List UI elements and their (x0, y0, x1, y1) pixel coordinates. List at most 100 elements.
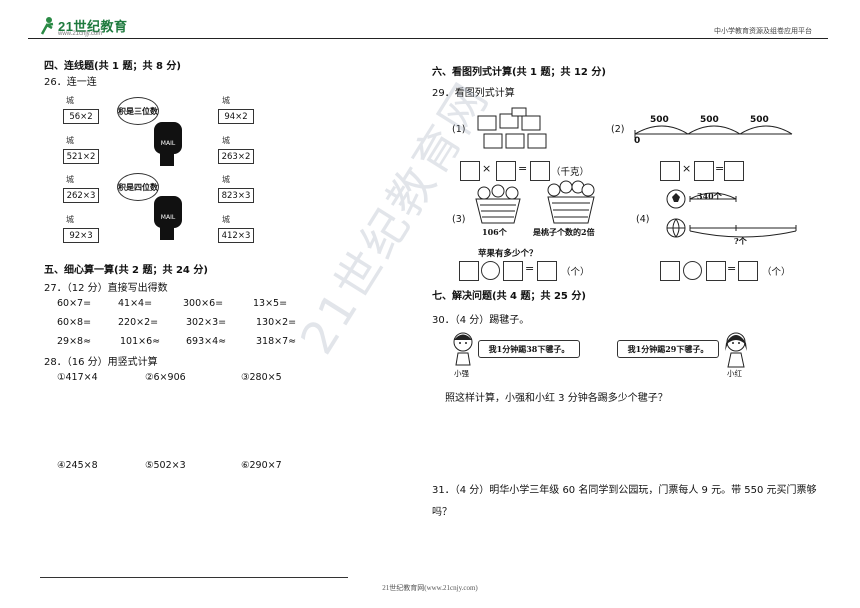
bird-icon: 城 (66, 175, 74, 184)
equals-sign: = (518, 162, 528, 175)
calc-item: 29×8≈ (57, 336, 92, 347)
segment-label: 500 (700, 115, 719, 125)
calc-item: 41×4= (118, 298, 153, 309)
logo-url: www.21cnjy.com (58, 31, 103, 37)
unit-label: （个） (762, 267, 791, 278)
mailbox-icon: MAIL (154, 122, 182, 166)
q28-label: 28．（16 分）用竖式计算 (44, 357, 158, 368)
calc-item: 60×7= (57, 298, 92, 309)
name-xiaoqiang: 小强 (454, 369, 469, 378)
section6-title: 六、看图列式计算(共 1 题；共 12 分) (432, 67, 606, 78)
header-divider (28, 38, 828, 39)
number-line-zero: 0 (634, 136, 641, 146)
logo-text: 21世纪教育 (58, 19, 128, 34)
footer-divider (40, 577, 348, 578)
q30-question: 照这样计算，小强和小红 3 分钟各踢多少个毽子？ (445, 393, 668, 404)
bird-icon: 城 (222, 96, 230, 105)
q29-label: 29．看图列式计算 (432, 88, 515, 99)
speech-bubble-xiaoqiang: 我1分钟踢38下毽子。 (478, 340, 580, 358)
answer-box[interactable] (660, 261, 680, 281)
calc-item: 300×6= (183, 298, 224, 309)
vertical-calc-item: ②6×906 (145, 372, 186, 383)
unit-label: （千克） (551, 167, 590, 178)
section4-title: 四、连线题(共 1 题；共 8 分) (44, 61, 181, 72)
calc-item: 60×8= (57, 317, 92, 328)
answer-box[interactable] (706, 261, 726, 281)
q31-text-line2: 吗？ (432, 507, 452, 518)
q26-label: 26．连一连 (44, 77, 97, 88)
section7-title: 七、解决问题(共 4 题；共 25 分) (432, 291, 586, 302)
number-line-diagram (634, 125, 793, 138)
calc-item: 130×2= (256, 317, 297, 328)
operator-circle[interactable] (683, 261, 702, 280)
vertical-calc-item: ⑥290×7 (241, 460, 282, 471)
segment-label: 500 (750, 115, 769, 125)
segment-label: 500 (650, 115, 669, 125)
runner-logo-icon (40, 17, 54, 35)
mailbox-icon: MAIL (154, 196, 182, 240)
operator-circle[interactable] (481, 261, 500, 280)
calc-item: 101×6≈ (120, 336, 161, 347)
calc-item: 302×3= (186, 317, 227, 328)
left-card-1[interactable]: 56×2 (63, 109, 99, 124)
part-number: (4) (636, 214, 650, 225)
answer-box[interactable] (503, 261, 523, 281)
equals-sign: = (715, 162, 725, 175)
vertical-calc-item: ③280×5 (241, 372, 282, 383)
part-number: (1) (452, 124, 466, 135)
speech-bubble-xiaohong: 我1分钟踢29下毽子。 (617, 340, 719, 358)
q31-text-line1: 31．（4 分）明华小学三年级 60 名同学到公园玩，门票每人 9 元。带 55… (432, 485, 817, 496)
answer-box[interactable] (694, 161, 714, 181)
boxes-icon (477, 107, 547, 149)
mailbox-label: MAIL (161, 214, 176, 221)
vertical-calc-item: ⑤502×3 (145, 460, 186, 471)
boy-icon (453, 332, 473, 366)
right-card-1[interactable]: 94×2 (218, 109, 254, 124)
calc-item: 13×5= (253, 298, 288, 309)
left-card-3[interactable]: 262×3 (63, 188, 99, 203)
site-logo: 21世纪教育 www.21cnjy.com (38, 14, 130, 40)
apple-basket-icon (547, 180, 595, 224)
q30-label: 30．（4 分）踢毽子。 (432, 315, 530, 326)
answer-box[interactable] (530, 161, 550, 181)
answer-box[interactable] (738, 261, 758, 281)
bird-icon: 城 (222, 175, 230, 184)
left-card-2[interactable]: 521×2 (63, 149, 99, 164)
answer-box[interactable] (496, 161, 516, 181)
right-card-3[interactable]: 823×3 (218, 188, 254, 203)
girl-icon (725, 332, 747, 368)
bird-icon: 城 (222, 136, 230, 145)
apple-caption: 是桃子个数的2倍 (533, 227, 595, 237)
calc-item: 318×7≈ (256, 336, 297, 347)
answer-box[interactable] (724, 161, 744, 181)
answer-box[interactable] (660, 161, 680, 181)
basketball-count: ?个 (734, 236, 747, 246)
ball-comparison-diagram (666, 189, 797, 238)
peach-count: 106个 (482, 227, 507, 237)
mailbox-bubble-3digit: 积是三位数 (117, 97, 159, 125)
calc-item: 220×2= (118, 317, 159, 328)
right-card-2[interactable]: 263×2 (218, 149, 254, 164)
apple-question: 苹果有多少个？ (478, 249, 538, 259)
multiply-sign: × (482, 162, 492, 175)
vertical-calc-item: ④245×8 (57, 460, 98, 471)
mailbox-label: MAIL (161, 140, 176, 147)
bird-icon: 城 (66, 215, 74, 224)
answer-box[interactable] (537, 261, 557, 281)
unit-label: （个） (561, 267, 590, 278)
answer-box[interactable] (460, 161, 480, 181)
q27-label: 27．（12 分）直接写出得数 (44, 283, 168, 294)
calc-item: 693×4≈ (186, 336, 227, 347)
left-card-4[interactable]: 92×3 (63, 228, 99, 243)
footer-text: 21世纪教育网(www.21cnjy.com) (382, 584, 478, 592)
equals-sign: = (525, 262, 535, 275)
answer-box[interactable] (459, 261, 479, 281)
vertical-calc-item: ①417×4 (57, 372, 98, 383)
part-number: (2) (611, 124, 625, 135)
section5-title: 五、细心算一算(共 2 题；共 24 分) (44, 265, 208, 276)
mailbox-bubble-4digit: 积是四位数 (117, 173, 159, 201)
bird-icon: 城 (66, 136, 74, 145)
name-xiaohong: 小红 (727, 369, 742, 378)
bird-icon: 城 (66, 96, 74, 105)
right-card-4[interactable]: 412×3 (218, 228, 254, 243)
